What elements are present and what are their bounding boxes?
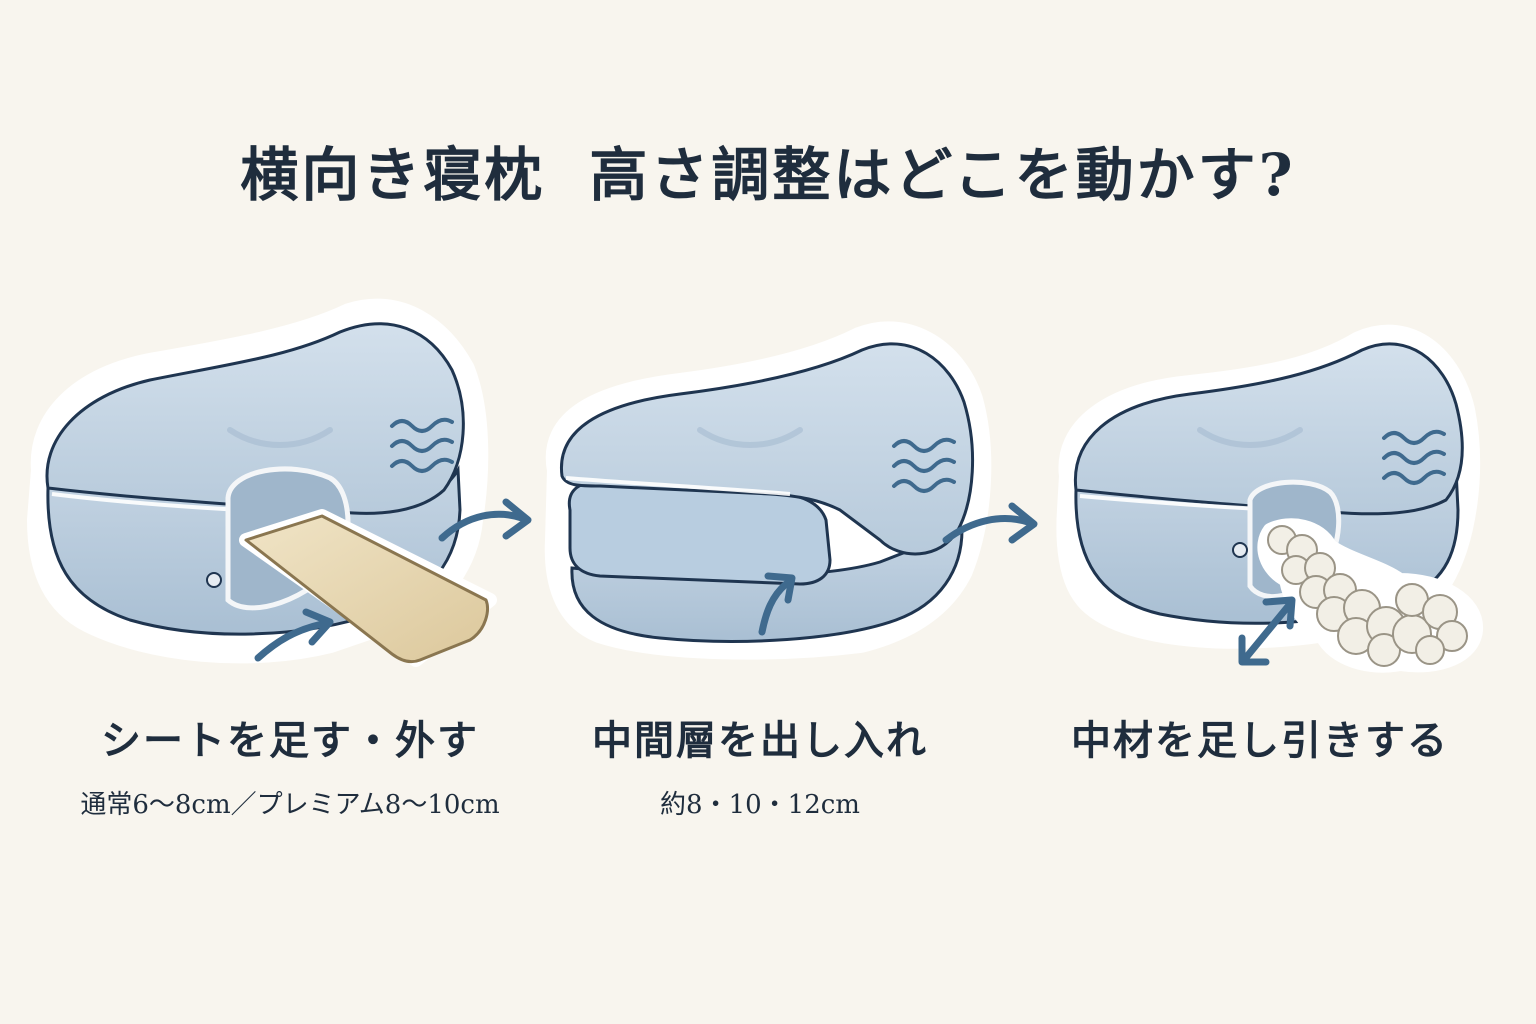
step-2-sub: 約8・10・12cm bbox=[660, 790, 860, 820]
curved-up-arrow-icon bbox=[758, 572, 796, 636]
pillow-2 bbox=[544, 321, 992, 660]
wave-icon bbox=[892, 437, 956, 493]
curved-up-arrow-icon bbox=[254, 608, 334, 662]
filling-cloud bbox=[1257, 518, 1483, 673]
right-arrow-icon bbox=[942, 502, 1038, 544]
title-part-2: 高さ調整はどこを動かす? bbox=[589, 141, 1296, 209]
step-1-label: シートを足す・外す bbox=[101, 717, 479, 764]
wave-icon bbox=[1382, 429, 1446, 485]
height-sheet bbox=[239, 509, 497, 667]
double-arrow-icon bbox=[1238, 596, 1296, 666]
step-2-label: 中間層を出し入れ bbox=[592, 717, 928, 764]
title-part-1: 横向き寝枕 bbox=[240, 141, 546, 209]
pillow-3 bbox=[1056, 324, 1481, 649]
wave-icon bbox=[390, 417, 454, 473]
step-1-sub: 通常6～8cm／プレミアム8～10cm bbox=[80, 790, 500, 820]
step-3-label: 中材を足し引きする bbox=[1071, 717, 1449, 764]
page-title: 横向き寝枕高さ調整はどこを動かす? bbox=[0, 128, 1536, 212]
right-arrow-icon bbox=[438, 498, 532, 542]
